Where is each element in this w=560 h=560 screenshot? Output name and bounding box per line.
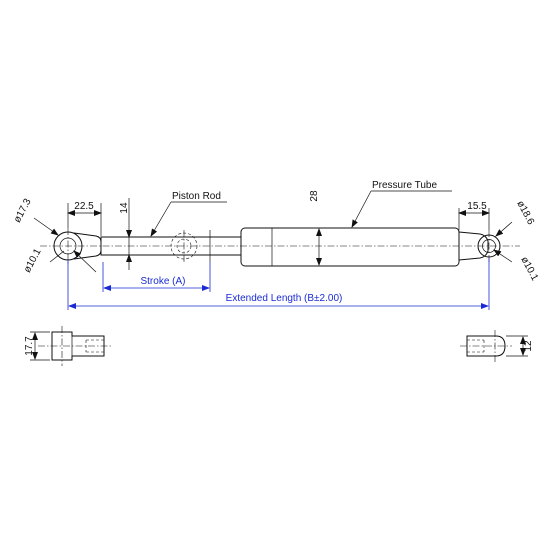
stroke-label: Stroke (A) [140,276,185,287]
left-eye-inner-diameter: ø10.1 [22,247,44,275]
main-view: 22.5 14 28 15.5 Piston Rod Pressure Tube… [12,180,540,310]
extended-length-label: Extended Length (B±2.00) [226,293,343,304]
left-end-length-dim: 22.5 [74,201,94,212]
right-end-width-dim: 12 [523,340,534,352]
right-eye-end [458,230,501,262]
right-eye-outer-diameter: ø18.6 [514,199,536,227]
piston-rod-label: Piston Rod [172,191,221,202]
left-end-top-view: 17.7 [24,326,112,366]
left-end-width-dim: 17.7 [24,336,35,356]
pressure-tube-label: Pressure Tube [372,180,437,191]
right-end-length-dim: 15.5 [467,201,487,212]
tube-diameter-dim: 28 [309,190,320,202]
right-eye-inner-diameter: ø10.1 [518,255,540,283]
rod-diameter-dim: 14 [119,202,130,214]
right-end-top-view: 12 [460,330,534,362]
left-eye-outer-diameter: ø17.3 [12,197,34,225]
pressure-tube [240,227,460,267]
